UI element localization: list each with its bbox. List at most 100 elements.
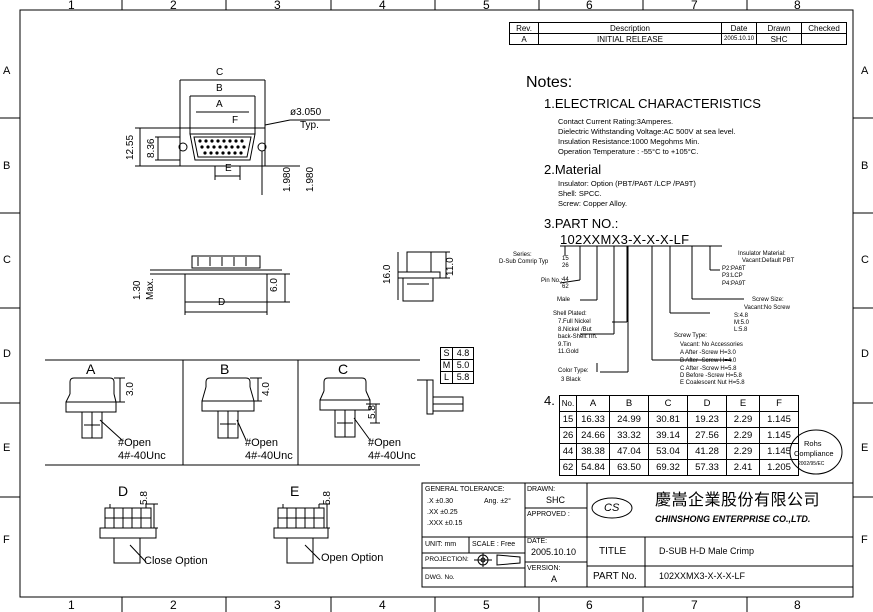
rev-header-drawn: Drawn [756, 22, 803, 34]
option-a-dim: 3.0 [125, 382, 136, 396]
option-d-note: Close Option [144, 555, 208, 567]
grid-col-7-bottom: 7 [691, 598, 698, 612]
tolerance-xxx: .XXX ±0.15 [427, 520, 463, 527]
dimension-table: No. A B C D E F 15 16.33 24.99 30.81 19.… [559, 395, 799, 476]
screw-size-option: M:5.0 [734, 320, 750, 326]
shell-option: 11.Gold [558, 349, 579, 355]
option-e-label: E [290, 483, 300, 499]
grid-col-3-bottom: 3 [274, 598, 281, 612]
dim-cell: 24.66 [576, 427, 610, 444]
material-line: Insulator: Option (PBT/PA6T /LCP /PA9T) [558, 179, 696, 188]
dimension-table-label: 4. [544, 393, 555, 408]
insulator-option: P4:PA9T [722, 281, 746, 287]
shell-option: 8.Nickel /But [558, 327, 592, 333]
series-value: D-Sub Comrip Typ [499, 259, 549, 265]
dim-cell: 38.38 [576, 443, 610, 460]
grid-col-1-bottom: 1 [68, 598, 75, 612]
dim-cell: 27.56 [687, 427, 727, 444]
color-type-value: 3 Black [561, 377, 581, 383]
title-value: D-SUB H-D Male Crimp [659, 546, 755, 556]
title-label: TITLE [599, 546, 627, 557]
dim-cell: 1.145 [759, 411, 799, 428]
legend-key: L [441, 372, 453, 383]
drawn-label: DRAWN: [527, 486, 556, 493]
grid-col-7-top: 7 [691, 0, 698, 12]
screw-type-label: Screw Type: [674, 333, 707, 339]
insulator-label: Insulator Material: [738, 251, 786, 257]
dim-label-c: C [216, 67, 224, 78]
dim-cell: 1.145 [759, 443, 799, 460]
electrical-line: Insulation Resistance:1000 Megohms Min. [558, 137, 700, 146]
general-tolerance-label: GENERAL TOLERANCE: [425, 486, 505, 493]
legend-key: M [441, 360, 453, 371]
version-value: A [551, 574, 558, 584]
dim-cell: 41.28 [687, 443, 727, 460]
screw-type-option: A After -Screw H=3.0 [680, 350, 736, 356]
material-line: Screw: Copper Alloy. [558, 199, 628, 208]
grid-row-f-left: F [3, 534, 10, 546]
screw-size-label: Screw Size: [752, 297, 784, 303]
option-a-note2: 4#-40Unc [118, 450, 166, 462]
end-dim-inner: 11.0 [445, 257, 456, 276]
grid-row-e-right: E [861, 442, 869, 454]
revision-header-row: Rev. Description Date Drawn Checked [509, 22, 848, 34]
screw-type-option: D Before -Screw H=5.8 [680, 373, 742, 379]
option-a-label: A [86, 361, 96, 377]
dim-cell: 24.99 [609, 411, 649, 428]
dim-cell: 2.29 [726, 427, 760, 444]
rev-header-description: Description [538, 22, 722, 34]
rev-cell-checked [801, 33, 848, 45]
electrical-line: Dielectric Withstanding Voltage:AC 500V … [558, 127, 736, 136]
option-a-note1: #Open [118, 437, 152, 449]
option-e-dim: 5.8 [322, 491, 333, 505]
dimension-row: 26 24.66 33.32 39.14 27.56 2.29 1.145 [559, 427, 799, 444]
side-dim-d: D [218, 297, 226, 308]
dim-header: C [648, 395, 688, 412]
pin-option: 26 [562, 263, 569, 269]
dim-cell: 33.32 [609, 427, 649, 444]
option-e-note: Open Option [321, 552, 384, 564]
shell-option: 9.Tin [558, 342, 572, 348]
version-label: VERSION: [527, 565, 561, 572]
projection-label: PROJECTION: [425, 556, 469, 563]
legend-value: 5.8 [456, 372, 470, 382]
option-c-dim: 5.8 [367, 405, 378, 419]
height-dim-1: 12.55 [125, 134, 136, 160]
shell-option: 7.Full Nickel [558, 319, 591, 325]
pin-option: 15 [562, 256, 569, 262]
dim-cell: 2.29 [726, 411, 760, 428]
screw-type-option: C After -Screw H=5.8 [680, 366, 737, 372]
company-name-cn: 慶嵩企業股份有限公司 [655, 492, 821, 509]
dim-header: A [576, 395, 610, 412]
dim-cell: 39.14 [648, 427, 688, 444]
rev-cell-date: 2005.10.10 [720, 33, 758, 45]
company-name-en: CHINSHONG ENTERPRISE CO.,LTD. [655, 514, 811, 524]
grid-col-1-top: 1 [68, 0, 75, 12]
legend-key: S [441, 348, 453, 359]
tolerance-xx: .XX ±0.25 [427, 509, 458, 516]
shell-plated-label: Shell Plated: [553, 311, 587, 317]
dim-cell: 62 [559, 459, 577, 476]
part-no-heading: 3.PART NO.: [544, 216, 619, 231]
grid-col-4-top: 4 [379, 0, 386, 12]
screw-type-option: E Coalescent Nut H=5.8 [680, 380, 745, 386]
rohs-label: Rohs [804, 439, 822, 448]
grid-row-b-left: B [3, 160, 11, 172]
side-dim-thickness: 1.30 [132, 280, 143, 300]
hole-diameter: ø3.050 [290, 107, 322, 118]
electrical-line: Operation Temperature : -55°C to +105°C. [558, 147, 699, 156]
legend-row: M 5.0 [441, 360, 473, 372]
dim-cell: 30.81 [648, 411, 688, 428]
offset-dim-1: 1.980 [282, 166, 293, 192]
option-b-note1: #Open [245, 437, 279, 449]
pin-option: 44 [562, 277, 569, 283]
dim-cell: 63.50 [609, 459, 649, 476]
option-d-label: D [118, 483, 129, 499]
rev-header-checked: Checked [801, 22, 848, 34]
grid-row-c-left: C [3, 254, 11, 266]
screw-size-option: Vacant:No Screw [744, 305, 790, 311]
dimension-header-row: No. A B C D E F [559, 395, 799, 412]
unit-label: UNIT: mm [425, 541, 457, 548]
option-b-note2: 4#-40Unc [245, 450, 293, 462]
grid-col-8-bottom: 8 [794, 598, 801, 612]
